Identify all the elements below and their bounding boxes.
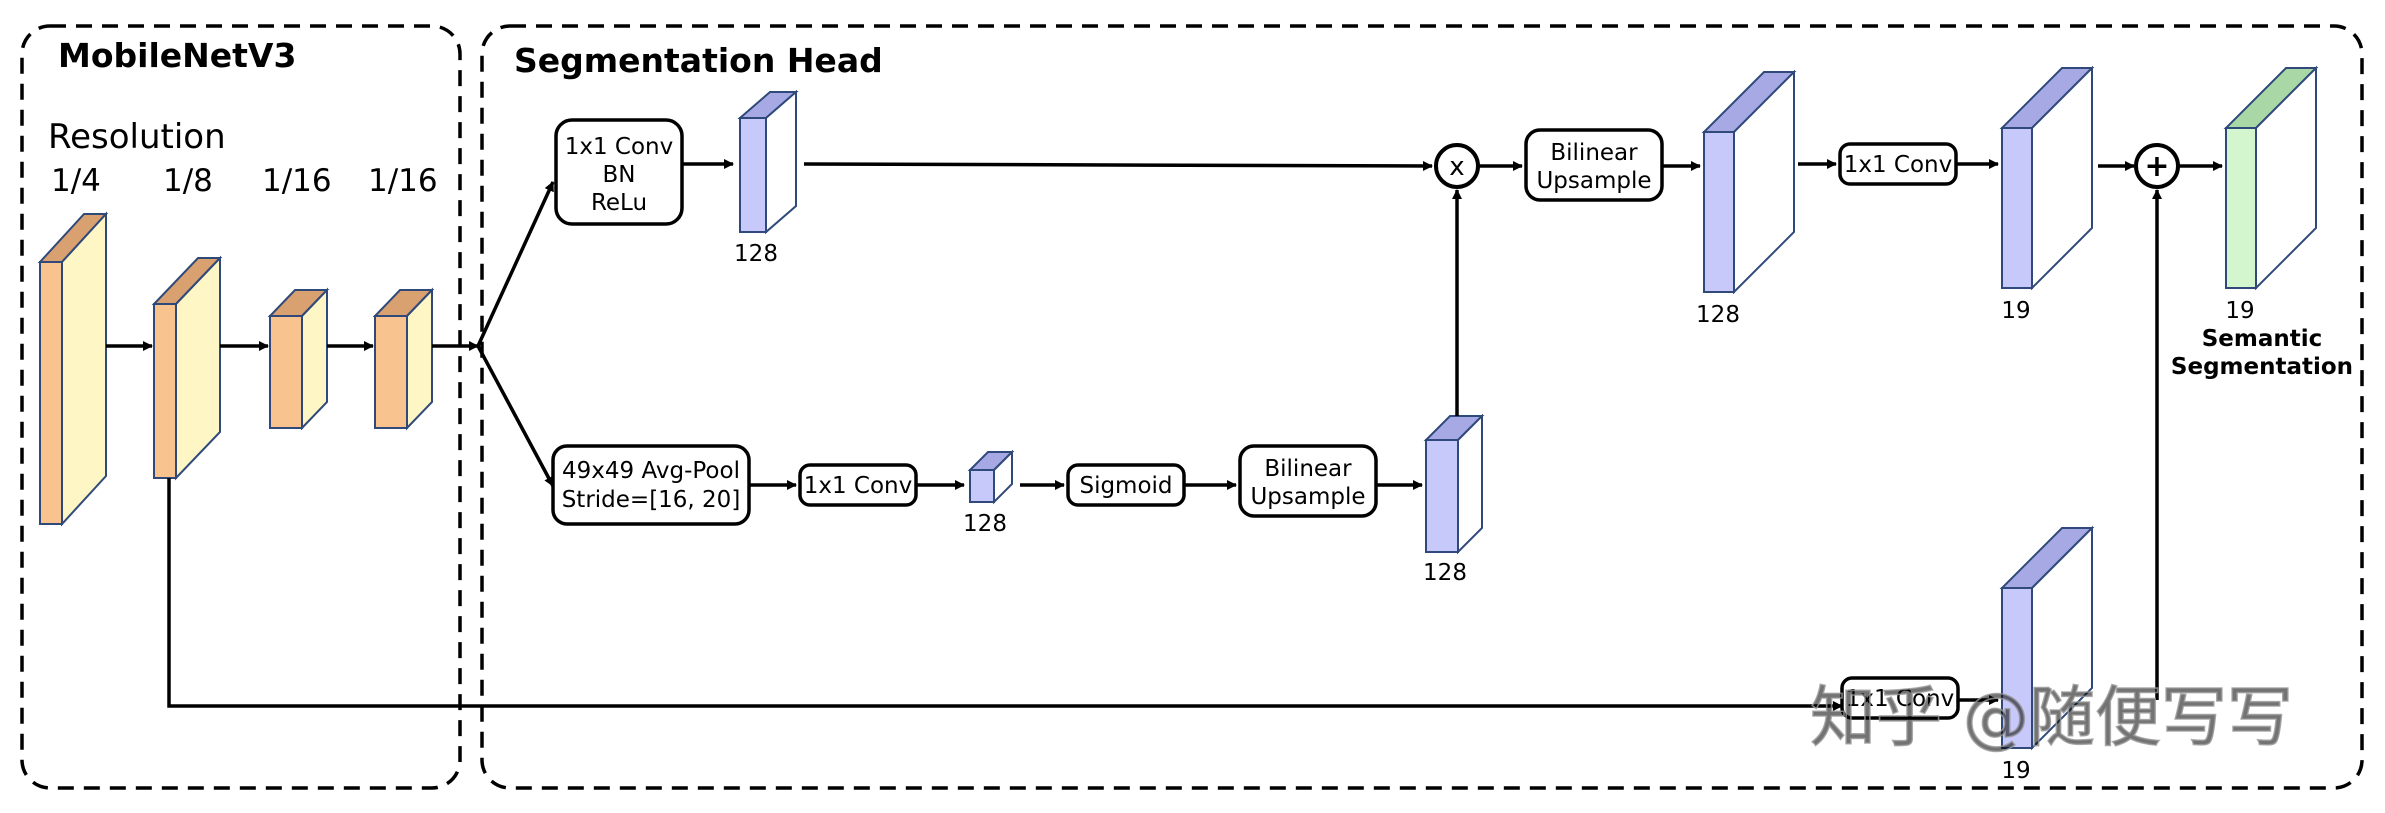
top-conv-block: 1x1 Conv	[1838, 142, 1958, 186]
skip-output-feature-map	[1999, 525, 2095, 751]
conv-bn-relu-block: 1x1 Conv BN ReLu	[554, 118, 684, 226]
svg-text:Upsample: Upsample	[1536, 168, 1651, 194]
bottom-upsample-block: Bilinear Upsample	[1238, 444, 1378, 518]
svg-text:Bilinear: Bilinear	[1264, 456, 1352, 482]
pooled-channels: 128	[963, 511, 1007, 537]
gate-feature-map	[1423, 413, 1485, 555]
top-output-channels: 19	[2001, 298, 2030, 324]
svg-text:Upsample: Upsample	[1250, 484, 1365, 510]
svg-text:1x1 Conv: 1x1 Conv	[1846, 686, 1955, 712]
svg-text:+: +	[2144, 149, 2169, 184]
svg-text:49x49 Avg-Pool: 49x49 Avg-Pool	[562, 458, 740, 484]
svg-text:BN: BN	[603, 162, 636, 188]
resolution-2: 1/8	[163, 163, 213, 199]
top-branch-channels: 128	[734, 241, 778, 267]
upsampled-channels: 128	[1696, 302, 1740, 328]
avgpool-block: 49x49 Avg-Pool Stride=[16, 20]	[551, 444, 751, 526]
resolution-label: Resolution	[48, 117, 226, 157]
final-channels: 19	[2225, 298, 2254, 324]
svg-text:1x1 Conv: 1x1 Conv	[804, 473, 913, 499]
svg-text:Sigmoid: Sigmoid	[1079, 473, 1172, 499]
small-conv-block: 1x1 Conv	[798, 463, 918, 507]
final-segmentation-map	[2223, 65, 2319, 291]
svg-text:ReLu: ReLu	[591, 190, 647, 216]
top-output-feature-map	[1999, 65, 2095, 291]
feature-map-1-16-b	[372, 287, 435, 431]
pooled-feature-cube	[967, 449, 1015, 505]
svg-text:x: x	[1449, 152, 1464, 182]
segmentation-head-panel	[480, 24, 2364, 790]
svg-text:1x1 Conv: 1x1 Conv	[565, 134, 674, 160]
svg-text:Bilinear: Bilinear	[1550, 140, 1638, 166]
svg-text:1x1 Conv: 1x1 Conv	[1844, 152, 1953, 178]
skip-connection-line	[167, 478, 1843, 711]
svg-text:Stride=[16, 20]: Stride=[16, 20]	[562, 487, 741, 513]
backbone-arrows	[106, 181, 555, 487]
skip-conv-block: 1x1 Conv	[1840, 676, 1960, 720]
feature-map-1-8	[151, 255, 223, 481]
watermark: 知乎 @随便写写	[1810, 679, 2293, 756]
add-operator: +	[2134, 143, 2180, 189]
arrow-top-to-multiply	[803, 160, 1433, 171]
resolution-4: 1/16	[368, 163, 438, 199]
resolution-3: 1/16	[262, 163, 332, 199]
upsampled-feature-map	[1701, 69, 1797, 295]
top-upsample-block: Bilinear Upsample	[1524, 128, 1664, 202]
head-title: Segmentation Head	[514, 41, 883, 80]
output-label-line2: Segmentation	[2171, 354, 2353, 380]
backbone-panel	[20, 24, 462, 790]
feature-map-1-16-a	[267, 287, 330, 431]
top-branch-feature-map	[737, 89, 799, 235]
resolution-1: 1/4	[51, 163, 101, 199]
skip-output-channels: 19	[2001, 758, 2030, 784]
feature-map-1-4	[37, 211, 109, 527]
backbone-title: MobileNetV3	[58, 36, 296, 75]
gate-channels: 128	[1423, 560, 1467, 586]
multiply-operator: x	[1434, 143, 1480, 189]
output-label-line1: Semantic	[2202, 326, 2323, 352]
sigmoid-block: Sigmoid	[1066, 463, 1186, 507]
